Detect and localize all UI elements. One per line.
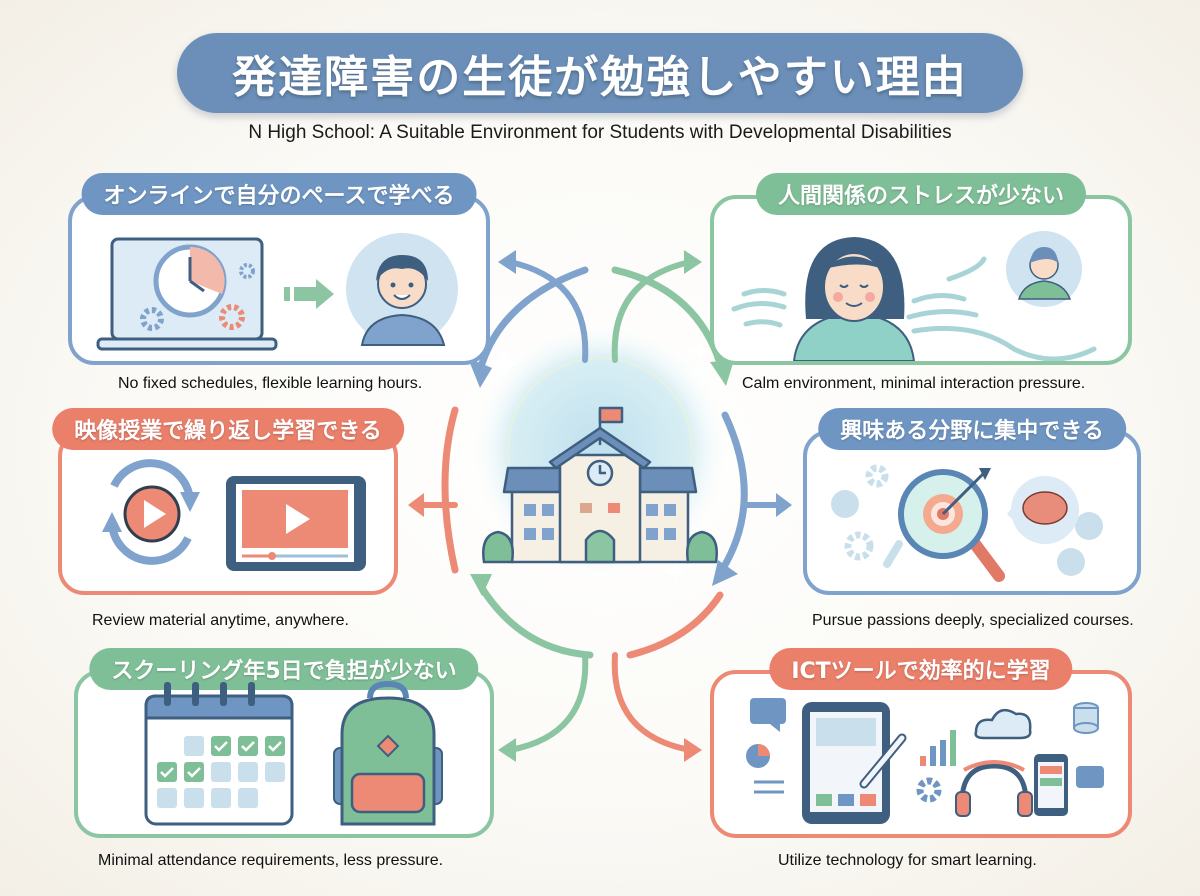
laptop-clock-icon (96, 237, 278, 351)
distant-person-icon (1006, 231, 1082, 307)
caption-schooling-5-days: Minimal attendance requirements, less pr… (98, 852, 444, 869)
arrow-right-icon (284, 279, 334, 309)
panel-online-pace: オンラインで自分のペースで学べる (68, 173, 490, 365)
wind-waves-icon (731, 256, 1097, 361)
tablet-video-icon (226, 476, 366, 571)
arc-arrow-red-bottom (626, 591, 724, 659)
panel-low-social-stress: 人間関係のストレスが少ない (710, 173, 1132, 365)
panel-label: 映像授業で繰り返し学習できる (52, 408, 404, 450)
page-title: 発達障害の生徒が勉強しやすい理由 (232, 52, 968, 103)
caption-focus-interests: Pursue passions deeply, specialized cour… (812, 612, 1134, 629)
center-hub (441, 266, 748, 659)
replay-cycle-icon (102, 459, 200, 565)
brain-bubble-icon (1007, 476, 1079, 544)
caption-ict-tools: Utilize technology for smart learning. (778, 852, 1037, 869)
panel-focus-interests: 興味ある分野に集中できる (803, 408, 1141, 595)
panel-label: ICTツールで効率的に学習 (769, 648, 1073, 690)
backpack-icon (333, 680, 443, 826)
panel-label: 興味ある分野に集中できる (818, 408, 1126, 450)
database-icon (1073, 702, 1099, 734)
caption-online-pace: No fixed schedules, flexible learning ho… (118, 375, 423, 392)
user-icon (831, 490, 1103, 576)
cloud-icon (974, 708, 1032, 740)
panel-label: 人間関係のストレスが少ない (755, 173, 1087, 215)
panel-video-lessons: 映像授業で繰り返し学習できる (52, 408, 404, 595)
chat-bubble-icon (750, 698, 786, 732)
calendar-checks-icon (144, 682, 294, 826)
smiling-student-icon (346, 233, 458, 346)
pie-chart-icon (746, 744, 770, 768)
arc-arrow-blue-right (718, 411, 748, 574)
page-subtitle: N High School: A Suitable Environment fo… (248, 122, 952, 143)
panel-label: オンラインで自分のペースで学べる (81, 173, 477, 215)
bar-chart-icon (920, 730, 956, 766)
arc-arrow-red-left (441, 406, 459, 574)
panel-ict-tools: ICTツールで効率的に学習 (710, 648, 1132, 838)
caption-video-lessons: Review material anytime, anywhere. (92, 612, 349, 629)
school-building-icon (502, 406, 698, 564)
panel-label: スクーリング年5日で負担が少ない (89, 648, 479, 690)
headset-icon (955, 760, 1033, 817)
chart-bubble-icon (1076, 766, 1104, 788)
calm-girl-icon (792, 237, 916, 361)
gear-icon (844, 464, 889, 561)
arc-arrow-green-bottom (476, 581, 594, 659)
magnifier-target-icon (898, 468, 1005, 582)
gear-icon (916, 777, 942, 803)
smartphone-icon (1034, 754, 1068, 816)
tablet-pen-icon (802, 702, 907, 824)
title-banner: 発達障害の生徒が勉強しやすい理由 (177, 33, 1023, 113)
caption-low-social-stress: Calm environment, minimal interaction pr… (742, 375, 1086, 392)
panel-schooling-5-days: スクーリング年5日で負担が少ない (74, 648, 494, 838)
